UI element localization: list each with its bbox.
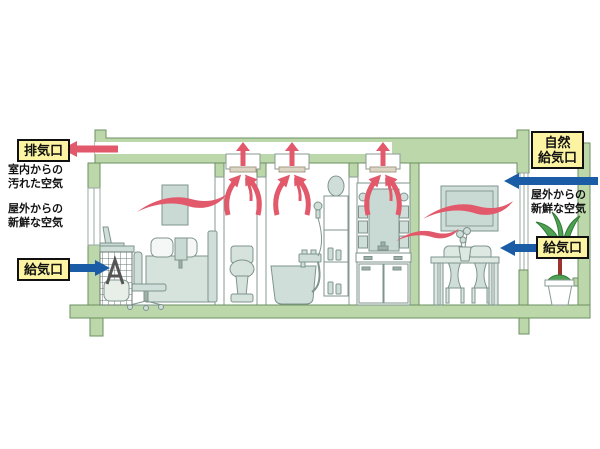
indoor-dirty-air-note: 室内からの 汚れた空気 (8, 164, 63, 190)
bedside-tv (174, 237, 188, 261)
vanity (355, 182, 412, 306)
bath-shelf (323, 175, 349, 297)
bathtub (270, 265, 317, 305)
bathroom (270, 175, 349, 305)
left-exterior-wall (87, 162, 101, 306)
outdoor-fresh-air-note-right: 屋外からの 新鮮な空気 (531, 189, 586, 215)
flower-vase (456, 227, 472, 262)
foundation-stub-left (89, 317, 104, 337)
dining-room (430, 185, 500, 306)
supply-arrow-icon-right-bottom (500, 240, 540, 256)
bed-headboard (207, 230, 218, 303)
natural-supply-port-label: 自然 給気口 (531, 131, 585, 169)
bed-mattress (145, 255, 211, 303)
exhaust-arrow-icon (62, 141, 118, 157)
wall-art (161, 184, 189, 226)
foundation-stub-right (518, 317, 530, 335)
supply-arrow-icon-left (63, 260, 110, 276)
dining-chair (469, 245, 492, 304)
shower-head (313, 201, 323, 257)
right-exterior-wall (518, 172, 529, 306)
bedroom (99, 184, 218, 311)
plant-stem (558, 254, 562, 286)
bath-faucet (298, 249, 322, 293)
outer-balcony-wall (572, 142, 591, 319)
office-chair (125, 251, 167, 311)
desk (99, 226, 135, 306)
exhaust-port-label: 排気口 (17, 139, 71, 162)
pillow (150, 237, 174, 258)
supply-port-label-left: 給気口 (17, 258, 71, 281)
toilet (229, 245, 255, 303)
supply-arrow-icon-right-top (504, 173, 598, 189)
supply-port-label-right: 給気口 (536, 236, 590, 259)
vanity-mirror (368, 188, 400, 252)
easel-shape (105, 255, 125, 285)
floor-slab (69, 304, 591, 319)
outdoor-fresh-air-note-left: 屋外からの 新鮮な空気 (8, 203, 63, 229)
dining-table (430, 256, 500, 306)
bag (103, 279, 130, 302)
sink-faucet (377, 245, 389, 251)
